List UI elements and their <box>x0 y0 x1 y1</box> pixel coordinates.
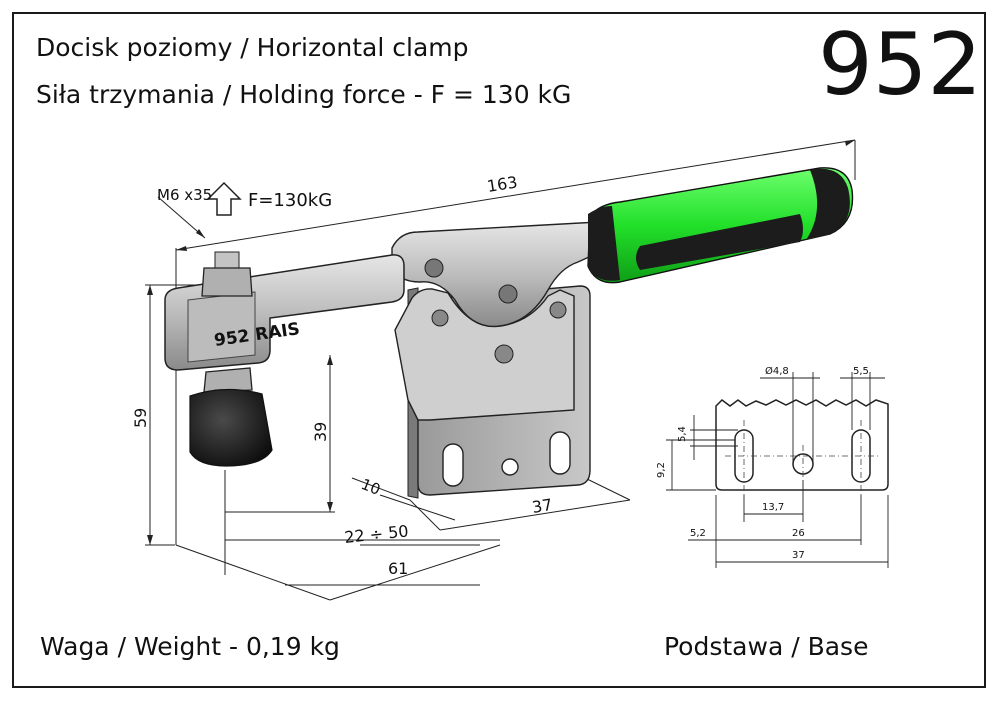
dim-reach: 61 <box>388 559 408 578</box>
side-plate-part <box>394 288 575 421</box>
drawing-frame <box>12 12 986 688</box>
slot-width-label: 5,5 <box>853 366 869 377</box>
base-label: Podstawa / Base <box>664 632 869 661</box>
screw-label: M6 x35 <box>157 186 212 204</box>
main-dimension-lines <box>145 139 856 601</box>
title-line-2: Siła trzymania / Holding force - F = 130… <box>36 80 572 109</box>
slot-spacing-label: 26 <box>792 528 805 539</box>
dim-spindle-height: 39 <box>311 422 330 442</box>
spindle-screw-part <box>189 251 273 467</box>
dim-length: 163 <box>486 172 519 196</box>
base-detail-view: Ø4,8 5,5 5,4 9,2 13,7 5,2 26 37 <box>656 365 889 568</box>
model-number: 952 <box>818 15 983 115</box>
total-width-label: 37 <box>792 550 805 561</box>
title-line-1: Docisk poziomy / Horizontal clamp <box>36 33 469 62</box>
hole-dia-label: Ø4,8 <box>765 365 789 377</box>
center-offset-label: 13,7 <box>762 502 784 513</box>
handle-grip-part <box>587 167 854 284</box>
dim-base-width: 37 <box>531 495 554 517</box>
dim-range: 22 ÷ 50 <box>343 521 409 547</box>
lever-link-part <box>391 221 601 328</box>
dimension-arrows <box>147 140 855 545</box>
force-arrow-icon <box>206 181 242 216</box>
slot-height-label: 5,4 <box>677 426 688 442</box>
edge-offset-label: 5,2 <box>690 528 706 539</box>
force-label: F=130kG <box>248 190 332 211</box>
dim-offset: 10 <box>359 475 383 499</box>
weight-label: Waga / Weight - 0,19 kg <box>40 632 340 661</box>
center-height-label: 9,2 <box>656 462 667 478</box>
clamp-arm-part: 952 RAIS <box>164 254 405 371</box>
dim-height: 59 <box>131 408 150 428</box>
